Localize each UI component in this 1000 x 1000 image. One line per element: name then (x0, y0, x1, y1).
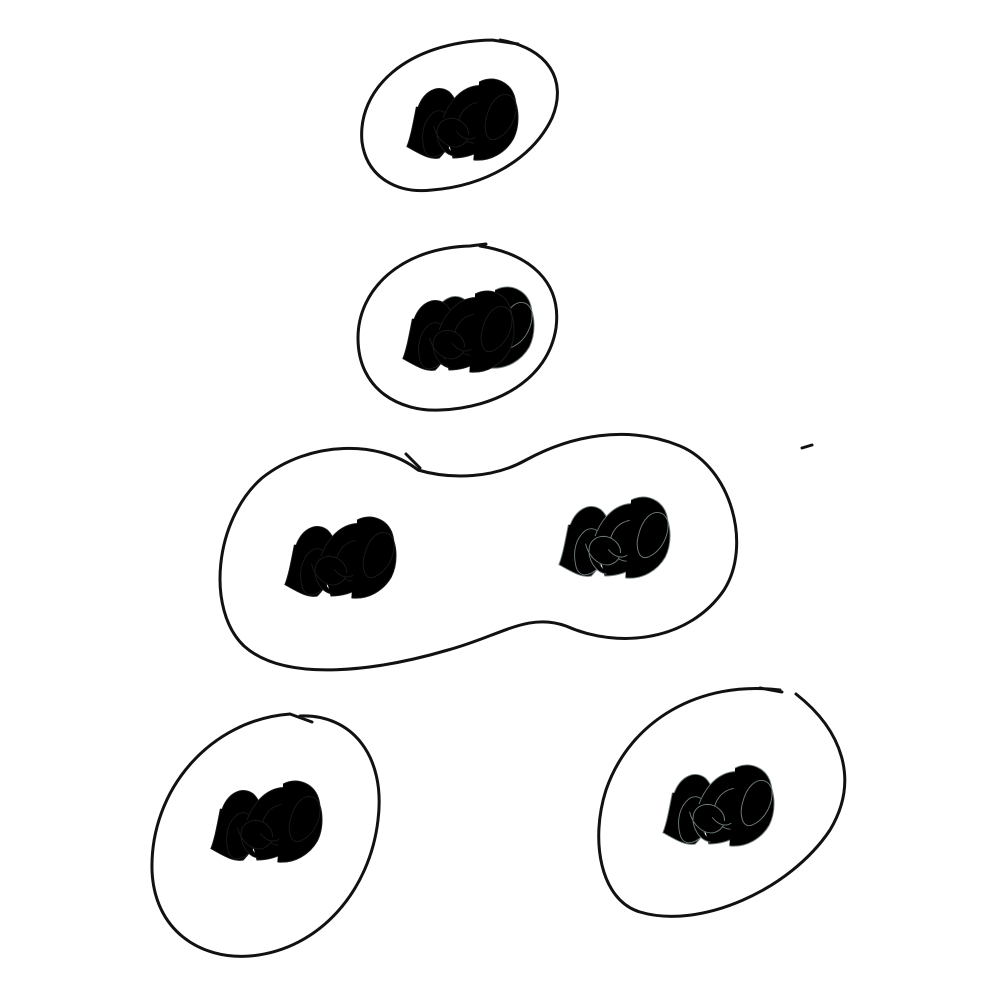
cell-membrane (356, 242, 559, 412)
nucleus-dark (406, 78, 519, 161)
cell-membrane (150, 712, 381, 958)
replicated-cell (356, 242, 559, 412)
cell-membrane (597, 686, 847, 918)
daughter-cell-left (150, 712, 381, 958)
dividing-cell (218, 432, 739, 672)
parent-cell (360, 38, 559, 193)
cell-membrane (360, 38, 559, 193)
daughter-cell-right (597, 686, 847, 918)
cell-membrane (218, 432, 739, 672)
nucleus-gray (558, 496, 671, 579)
nucleus-dark (210, 780, 323, 863)
nucleus-dark (402, 290, 515, 373)
stray-mark (800, 443, 814, 450)
nucleus-gray (662, 764, 775, 847)
nucleus-dark (284, 516, 397, 599)
